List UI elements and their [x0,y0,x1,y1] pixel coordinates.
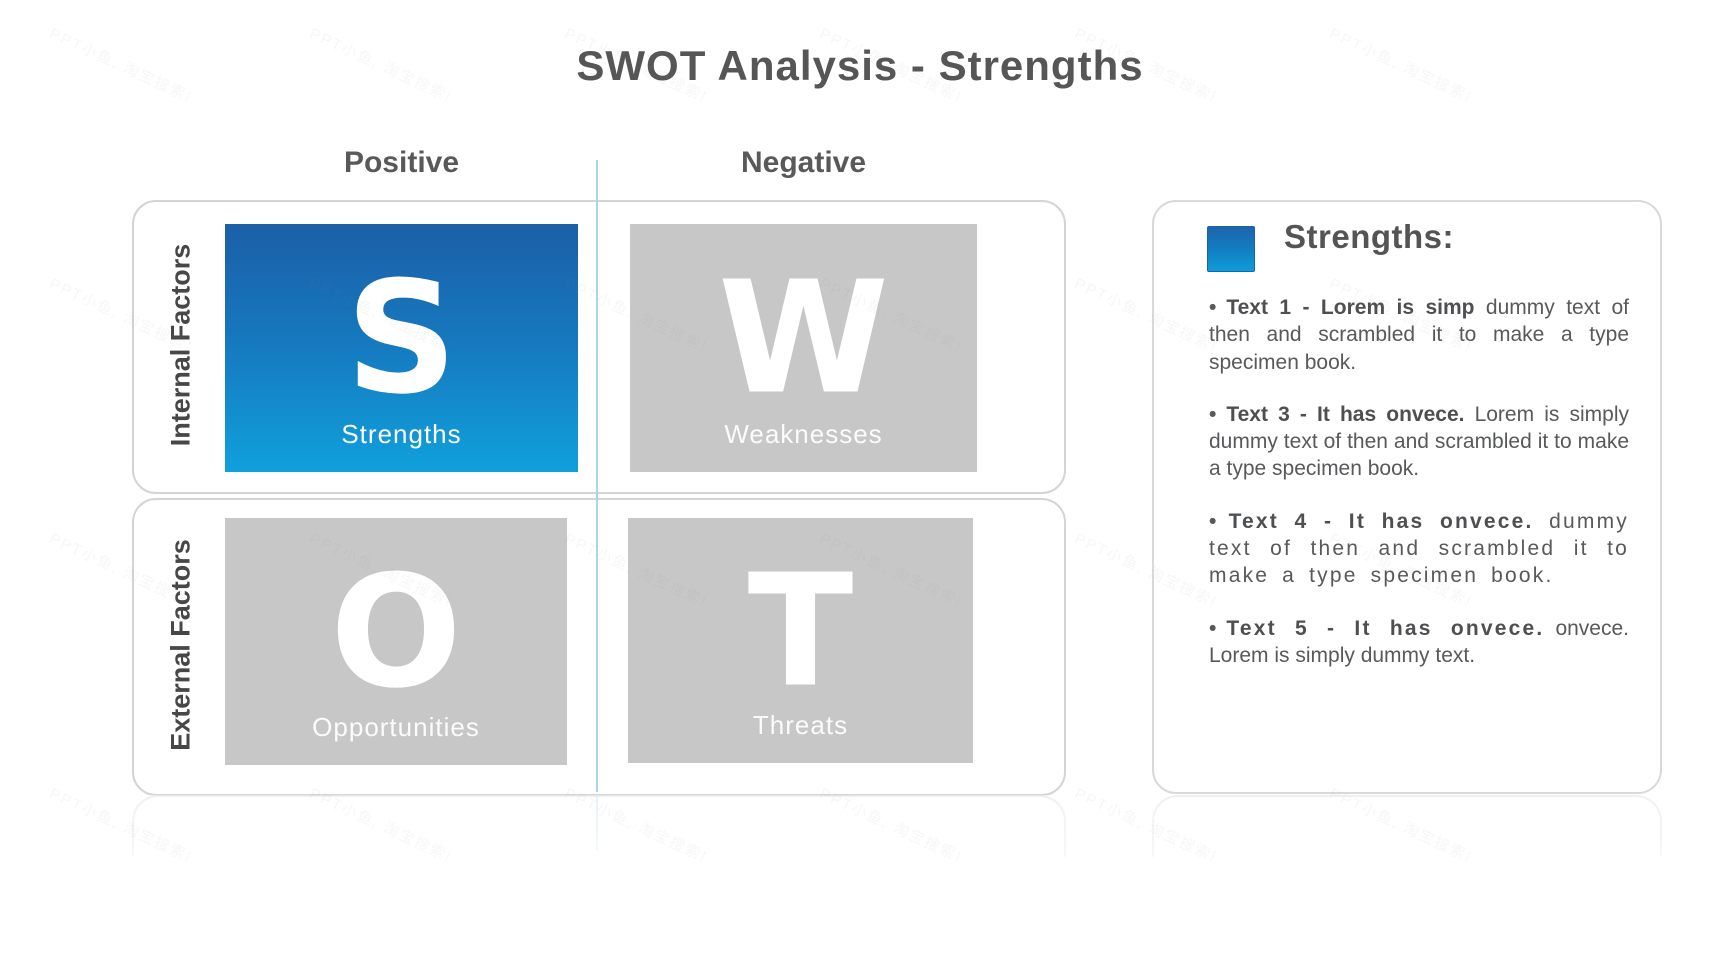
bullet-marker: • [1209,616,1217,640]
panel-heading: Strengths: [1284,218,1454,255]
bullet-lead: Text 3 - It has onvece. [1226,402,1465,426]
weaknesses-label: Weaknesses [724,419,883,449]
strengths-label: Strengths [341,419,462,449]
row-label-external: External Factors [165,539,196,751]
bullet-item: • Text 1 - Lorem is simp dummy text of th… [1209,294,1629,376]
column-header-negative: Negative [740,146,867,179]
divider-reflection [596,795,598,850]
bullet-item: • Text 4 - It has onvece. dummy text of t… [1209,508,1629,590]
threats-label: Threats [752,710,849,740]
strengths-letter: S [345,247,458,429]
strengths-detail-panel: Strengths: • Text 1 - Lorem is simp dummy… [1152,200,1662,794]
quadrant-weaknesses: W Weaknesses [630,224,977,472]
column-header-positive: Positive [343,146,460,179]
opportunities-letter: O [330,541,462,723]
quadrant-opportunities: O Opportunities [225,518,567,765]
quadrant-threats: T Threats [628,518,973,763]
page-title: SWOT Analysis - Strengths [576,42,1144,89]
bullet-marker: • [1209,509,1219,533]
bullet-item: • Text 3 - It has onvece. Lorem is simply… [1209,401,1629,483]
strengths-legend-swatch-icon [1207,226,1255,272]
weaknesses-letter: W [718,247,889,429]
threats-letter: T [747,540,854,722]
bullet-text: dummy text of then and scrambled it to m… [1209,509,1629,588]
panel-reflection [1152,795,1662,857]
column-divider-line [596,160,598,792]
row-label-internal: Internal Factors [165,243,196,447]
bullet-lead: Text 5 - It has onvece. [1226,616,1545,640]
quadrant-strengths: S Strengths [225,224,578,472]
opportunities-label: Opportunities [312,712,480,742]
bullet-text: dummy text of then and scrambled it to m… [1209,296,1629,374]
bullet-marker: • [1209,296,1217,319]
container-reflection [132,795,1066,857]
bullet-marker: • [1209,402,1217,426]
bullet-lead: Text 1 - Lorem is simp [1226,296,1475,319]
bullet-item: • Text 5 - It has onvece. onvece. Lorem i… [1209,615,1629,670]
bullet-text: onvece. Lorem is simply dummy text. [1209,616,1629,667]
bullet-text: Lorem is simply dummy text of then and s… [1209,402,1629,481]
bullet-lead: Text 4 - It has onvece. [1228,509,1534,533]
bullet-list: • Text 1 - Lorem is simp dummy text of th… [1209,294,1629,694]
